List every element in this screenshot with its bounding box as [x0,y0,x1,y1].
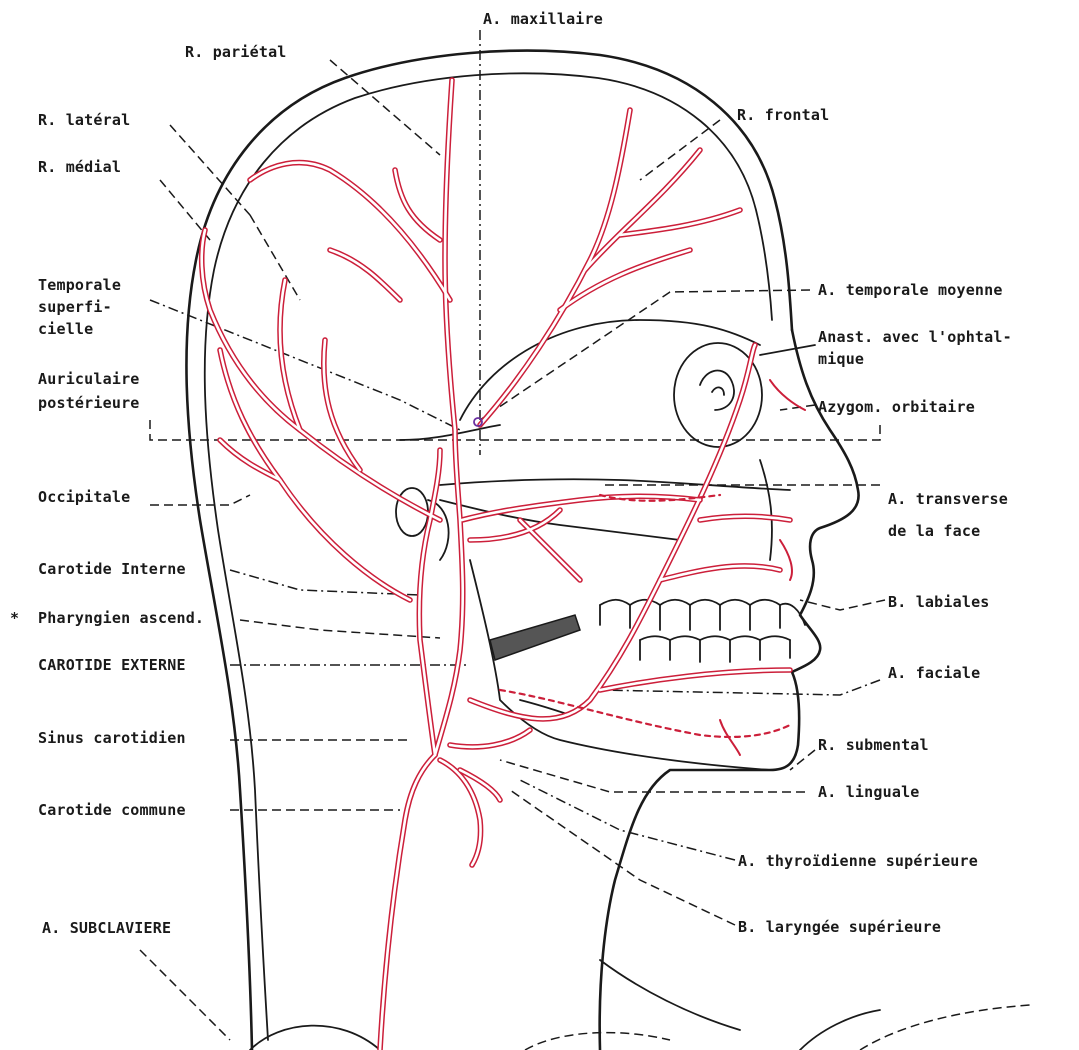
label-anast-ophtalmique-1: Anast. avec l'ophtal- [818,328,1012,346]
label-r-submental: R. submental [818,736,929,754]
artery-lumen-11 [202,230,440,520]
artery-lumen-8 [250,163,450,300]
artery-vessel-10 [330,250,400,300]
label-anast-ophtalmique-2: mique [818,350,864,368]
label-b-laryngee-superieure: B. laryngée supérieure [738,918,941,936]
label-carotide-commune: Carotide commune [38,801,186,819]
label-sinus-carotidien: Sinus carotidien [38,729,186,747]
label-a-faciale: A. faciale [888,664,980,682]
arteries [202,80,790,1050]
artery-lumen-4 [480,110,630,425]
label-r-frontal: R. frontal [737,106,829,124]
label-temporale-superficielle-1: Temporale [38,276,121,294]
artery-vessel-0 [380,755,435,1050]
artery-vessel-14 [220,350,410,600]
artery-vessel-4 [480,110,630,425]
label-a-linguale: A. linguale [818,783,920,801]
label-a-maxillaire: A. maxillaire [483,10,603,28]
label-pharyngien-ascend: Pharyngien ascend. [38,609,204,627]
labels: A. maxillaire R. pariétal R. latéral R. … [10,10,1012,937]
label-occipitale: Occipitale [38,488,130,506]
artery-lumen-14 [220,350,410,600]
label-b-labiales: B. labiales [888,593,990,611]
label-r-medial: R. médial [38,158,121,176]
label-r-lateral: R. latéral [38,111,130,129]
label-temporale-superficielle-3: cielle [38,320,93,338]
label-pharyngien-asterisk: * [10,609,19,627]
label-a-subclaviere: A. SUBCLAVIERE [42,919,171,937]
artery-lumens [202,80,790,1050]
label-azygom-orbitaire: Azygom. orbitaire [818,398,975,416]
label-r-parietal: R. pariétal [185,43,287,61]
artery-vessel-12 [280,280,300,430]
artery-lumen-18 [520,520,580,580]
label-auriculaire-posterieure-1: Auriculaire [38,370,140,388]
label-a-transverse-face-1: A. transverse [888,490,1008,508]
label-carotide-interne: Carotide Interne [38,560,186,578]
label-a-transverse-face-2: de la face [888,522,980,540]
artery-walls [202,80,790,1050]
label-auriculaire-posterieure-2: postérieure [38,394,140,412]
label-carotide-externe: CAROTIDE EXTERNE [38,656,186,674]
label-temporale-superficielle-2: superfi- [38,298,112,316]
label-a-temporale-moyenne: A. temporale moyenne [818,281,1003,299]
label-a-thyroidienne-superieure: A. thyroïdienne supérieure [738,852,978,870]
head-outline [186,51,1030,1050]
artery-vessel-11 [202,230,440,520]
artery-vessel-22 [600,670,790,690]
